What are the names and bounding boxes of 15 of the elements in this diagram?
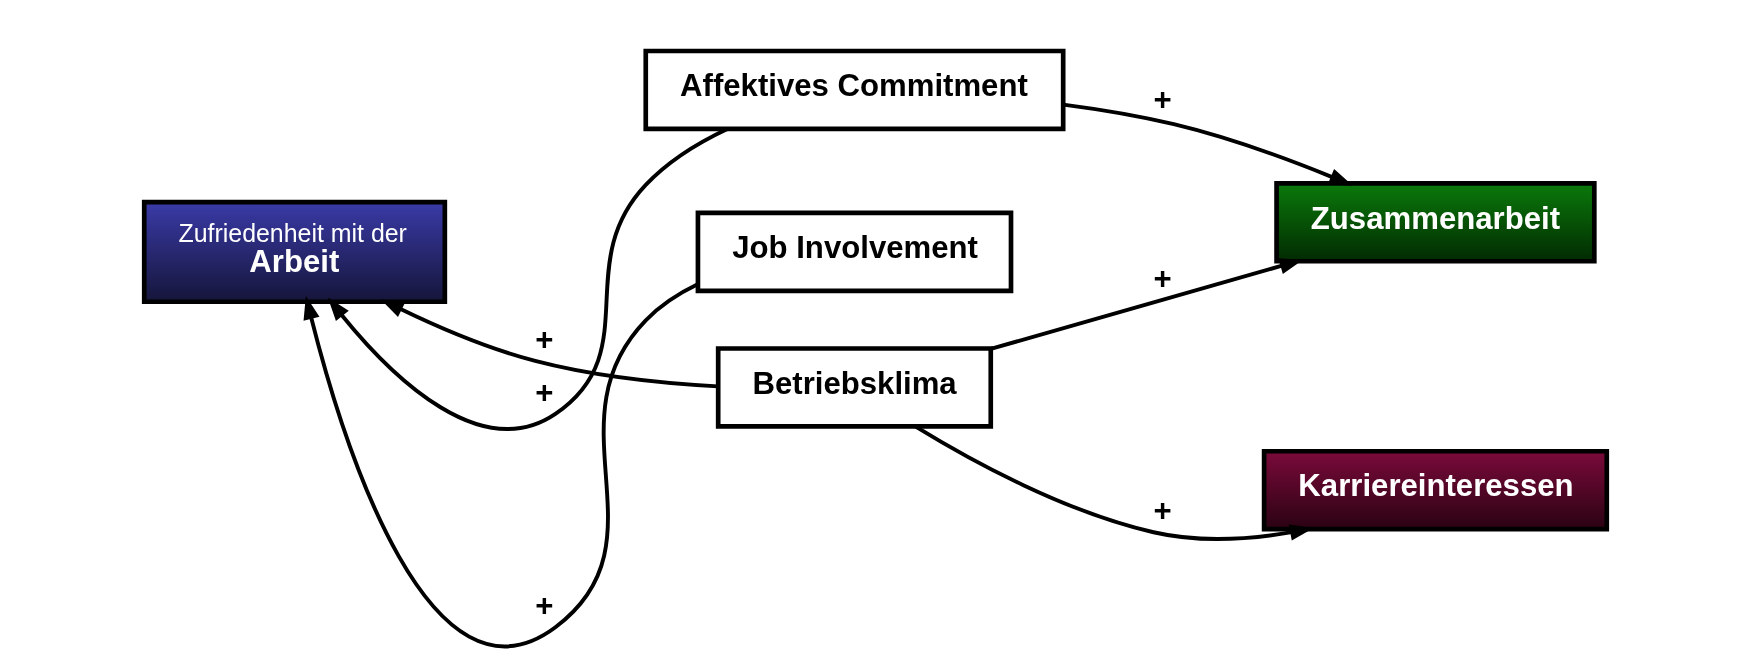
node-box: Karriereinteressen: [1261, 448, 1610, 532]
arrow: [1063, 102, 1353, 186]
edge-label: +: [535, 322, 554, 358]
edge-label: +: [1153, 82, 1172, 118]
node-box: Job Involvement: [695, 210, 1014, 294]
node-box: Affektives Commitment: [643, 48, 1066, 132]
edge-label: +: [535, 588, 554, 624]
arrow: [303, 282, 699, 648]
edge-label: +: [535, 374, 554, 410]
node-box: Zufriedenheit mit der Arbeit: [141, 199, 448, 305]
edge-label: +: [1153, 261, 1172, 297]
node-box: Zusammenarbeit: [1274, 181, 1597, 264]
edge-label: +: [1153, 493, 1172, 529]
node-box: Betriebsklima: [715, 346, 994, 429]
arrow: [380, 299, 718, 389]
